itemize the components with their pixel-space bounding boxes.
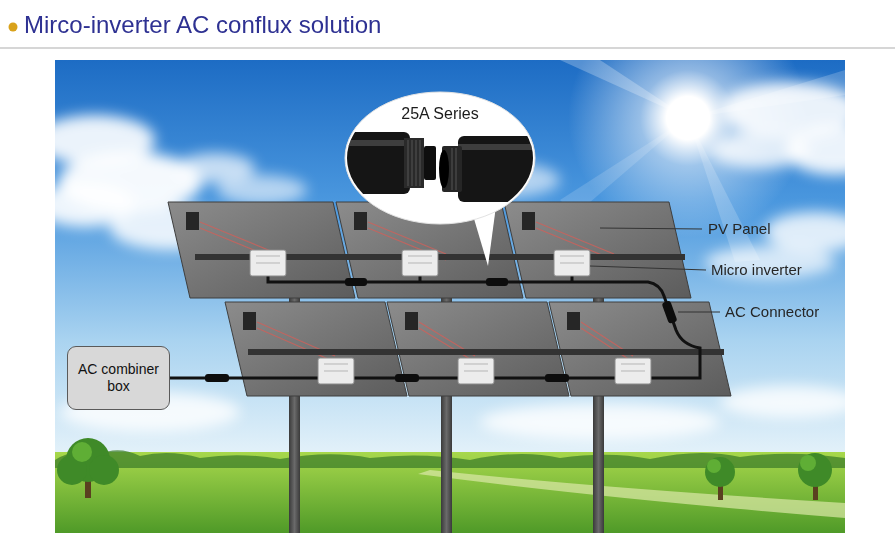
connector-plug [408,140,420,186]
junction-box [405,312,418,330]
connector-plug [424,146,436,180]
connector-plug [344,140,410,146]
cable-connector [486,278,508,286]
micro-inverter [621,371,645,372]
connector-plug [344,132,436,194]
pv-panel [168,202,731,396]
junction-box [567,312,580,330]
tree [89,455,119,485]
connector-plug [412,140,413,186]
node-text: 25A Series [401,104,478,123]
micro-inverter [464,364,488,365]
pv-panel [504,202,691,298]
connector-socket [458,144,536,150]
micro-inverter [256,256,645,371]
clouds [710,132,810,168]
tree [72,442,92,462]
title-rule [0,47,895,49]
tree [800,455,816,471]
connector-socket [439,150,449,188]
panel-lead [200,222,633,362]
micro-inverter [408,263,432,264]
cable-connector [345,278,367,286]
clouds [705,246,835,278]
connector-picture [344,132,536,202]
connector-socket [439,136,536,202]
tree [707,459,721,473]
connector-plug [416,140,417,186]
connector-plug [344,132,410,194]
tree [798,453,832,487]
panel-lead [536,222,614,254]
micro-inverter [250,250,651,384]
micro-inverter [250,250,286,276]
connector-socket [452,148,453,190]
ac-cable [419,276,422,282]
micro-inverter [458,358,494,384]
part-label: Micro inverter [711,261,802,279]
micro-inverter [324,371,348,372]
callout-bubble: 25A Series [344,90,536,230]
clouds [55,82,845,440]
junction-box [243,312,256,330]
leader-line [678,312,720,313]
cable-connector [395,374,419,382]
clouds [720,386,845,418]
connector-socket [452,148,456,190]
panel-lead [581,328,633,362]
tree [705,457,735,487]
micro-inverter [560,256,584,257]
connector-socket [458,136,536,202]
cable-connector [545,374,569,382]
part-label: AC Connector [725,303,819,321]
micro-inverter [408,256,432,257]
connector-plug [408,140,409,186]
leader-line [590,228,720,312]
panel-lead [257,328,335,362]
micro-inverter [615,358,651,384]
junction-box [186,212,580,330]
clouds [765,212,845,252]
micro-inverter [464,371,488,372]
micro-inverter [256,256,280,257]
micro-inverter [554,250,590,276]
connector-plug [420,140,421,186]
micro-inverter [560,263,584,264]
path [418,470,845,518]
panel-lead [419,328,475,362]
leader-line [590,266,706,270]
cable-connector [205,278,678,382]
connector-plug [404,138,424,188]
micro-inverter [402,250,438,276]
junction-box [354,212,367,230]
junction-box [186,212,199,230]
page-title: Mirco-inverter AC conflux solution [24,11,381,40]
micro-inverter [318,358,354,384]
micro-inverter [621,364,645,365]
junction-box [522,212,535,230]
scene [55,60,845,533]
node-text: AC combiner box [76,361,161,395]
mounting-rail [248,349,724,355]
pv-panel [168,202,355,298]
micro-inverter [324,364,348,365]
leader-line [600,228,702,229]
title-bullet [9,23,18,32]
panel-lead [200,222,278,254]
connector-socket [456,148,457,190]
clouds [217,175,307,205]
micro-inverter [256,263,280,264]
panel-lead [368,222,446,254]
ac-cable [571,276,574,282]
part-label: PV Panel [708,220,771,238]
cable-connector [205,374,229,382]
cable-connector [662,300,678,324]
combiner-box: AC combiner box [67,346,170,410]
